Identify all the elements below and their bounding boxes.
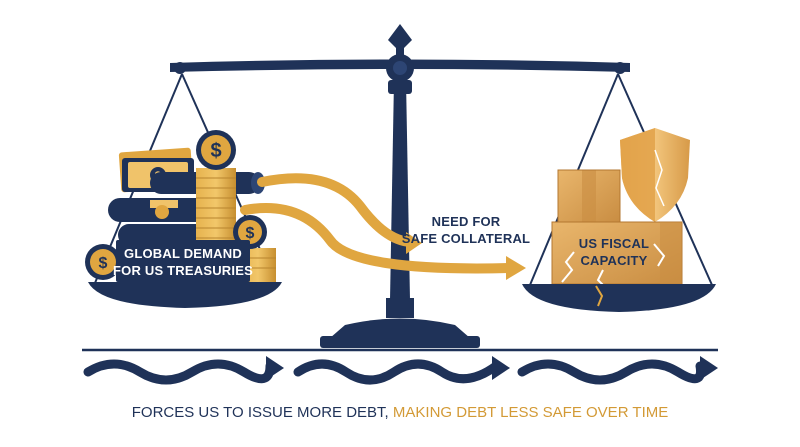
scale-frame [170,24,630,348]
right-pan [522,284,716,312]
svg-text:$: $ [210,140,221,162]
right-pan-label-line1: US FISCAL [579,236,649,251]
right-pan-contents: US FISCAL CAPACITY [551,128,690,299]
svg-text:$: $ [99,255,108,272]
left-pan-label-line1: GLOBAL DEMAND [124,246,242,261]
cardboard-box-icon [557,169,621,223]
curved-arrow-icon [257,173,422,254]
curved-arrow-icon [240,203,526,280]
shield-icon [620,128,690,222]
right-pan-label-line2: CAPACITY [580,253,647,268]
svg-text:$: $ [246,225,255,242]
dollar-coin-icon: $ [85,244,121,280]
caption-part2: MAKING DEBT LESS SAFE OVER TIME [389,404,669,421]
middle-label-line1: NEED FOR [432,214,501,229]
dollar-coin-icon: $ [196,130,236,170]
middle-label-line2: SAFE COLLATERAL [402,231,530,246]
wavy-arrow-icon [83,359,706,385]
scale-base [330,318,470,338]
scale-finial [388,24,412,56]
left-label-box [116,240,250,282]
caption: FORCES US TO ISSUE MORE DEBT, MAKING DEB… [132,404,669,421]
left-pan-label-line2: FOR US TREASURIES [113,263,253,278]
left-pan [88,282,282,308]
wavy-arrow-heads [266,356,718,380]
left-pan-contents: $ [85,130,276,282]
caption-part1: FORCES US TO ISSUE MORE DEBT, [132,404,389,421]
